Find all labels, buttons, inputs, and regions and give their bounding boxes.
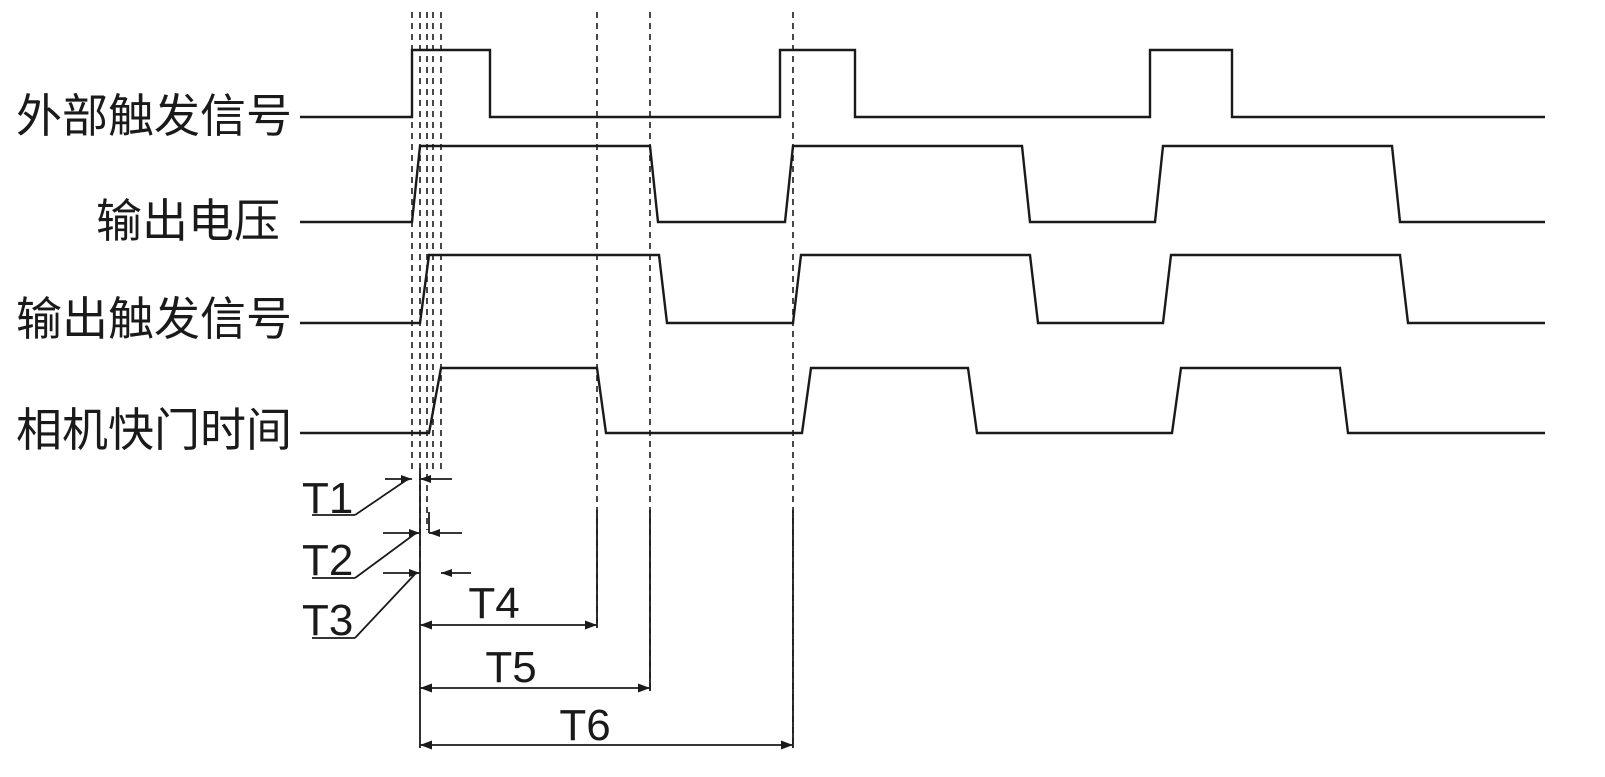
waveform-external-trigger [300, 48, 1545, 119]
interval-label-t5: T5 [485, 643, 536, 692]
interval-t3: T3 [302, 569, 471, 645]
interval-t5: T5 [420, 510, 651, 693]
interval-label-t1: T1 [302, 474, 353, 523]
waveform-output-voltage [300, 144, 1545, 224]
waveform-shutter-time [300, 366, 1545, 435]
signal-label-output-trigger: 输出触发信号 [16, 292, 292, 346]
interval-label-t2: T2 [302, 536, 353, 585]
interval-label-t3: T3 [302, 596, 353, 645]
signal-label-output-voltage: 输出电压 [96, 194, 280, 248]
interval-t6: T6 [420, 510, 794, 750]
signal-label-external-trigger: 外部触发信号 [16, 89, 292, 143]
reference-guides [411, 12, 794, 745]
interval-t2: T2 [302, 512, 462, 585]
interval-label-t6: T6 [559, 701, 610, 750]
signal-label-shutter-time: 相机快门时间 [16, 403, 292, 457]
interval-label-t4: T4 [468, 579, 519, 628]
waveform-output-trigger [300, 253, 1545, 325]
interval-t1: T1 [302, 474, 452, 523]
interval-t4: T4 [420, 510, 598, 630]
